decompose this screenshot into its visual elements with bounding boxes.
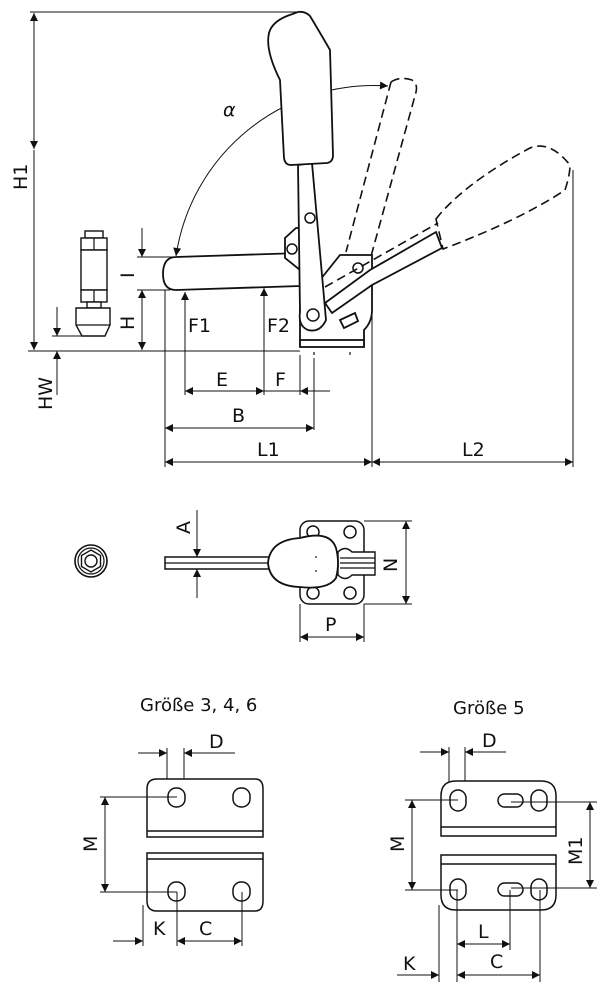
plate-upper-346: [146, 778, 264, 838]
label-m-5: M: [387, 836, 409, 852]
label-f1: F1: [188, 315, 211, 337]
label-e: E: [216, 369, 228, 391]
label-c-346: C: [199, 918, 212, 940]
handle-open-link: [323, 230, 444, 315]
label-l2: L2: [462, 439, 485, 461]
handle-pin-lower: [306, 308, 320, 322]
label-m-346: M: [80, 836, 102, 852]
label-h: H: [117, 316, 139, 330]
top-handle-grip: [267, 534, 339, 589]
handle-grip: [267, 10, 334, 166]
label-n: N: [380, 558, 402, 572]
base-plate: [299, 339, 365, 348]
plate-upper-5: [440, 780, 557, 837]
label-h1: H1: [10, 164, 32, 190]
clamp-arm: [162, 252, 301, 291]
label-f2: F2: [267, 315, 290, 337]
stop-block: [338, 311, 360, 330]
pivot-pin-1: [286, 243, 298, 255]
label-hw: HW: [35, 377, 57, 410]
label-d-5: D: [482, 730, 497, 752]
label-l1: L1: [257, 439, 280, 461]
handle-open-grip-dashed: [435, 145, 571, 251]
label-m1: M1: [565, 837, 587, 865]
title-size-5: Größe 5: [453, 698, 525, 719]
label-k-346: K: [153, 918, 166, 940]
handle-lever: [297, 161, 327, 332]
base-detail-size-5: Größe 5 D M M1 L: [387, 698, 597, 982]
label-i: I: [117, 272, 139, 278]
handle-pin-upper: [304, 212, 316, 224]
pivot-pin-2: [352, 262, 364, 274]
label-k-5: K: [403, 953, 416, 975]
handle-intermediate-position: [345, 77, 418, 261]
title-size-3-4-6: Größe 3, 4, 6: [140, 695, 257, 716]
label-d-346: D: [209, 731, 224, 753]
label-alpha: α: [223, 99, 236, 121]
label-f: F: [275, 369, 286, 391]
spindle-end-view: [74, 544, 108, 578]
top-view: A N P: [74, 510, 412, 642]
label-l: L: [478, 921, 489, 943]
label-p: P: [325, 614, 336, 636]
plate-lower-5: [440, 854, 557, 911]
alpha-arc: [173, 81, 389, 257]
label-c-5: C: [490, 951, 503, 973]
side-view: H1 α HW I H: [10, 10, 574, 467]
spindle: [75, 230, 111, 337]
label-a: A: [173, 521, 195, 534]
label-b: B: [232, 405, 245, 427]
base-detail-size-3-4-6: Größe 3, 4, 6 D M K C: [80, 695, 264, 946]
